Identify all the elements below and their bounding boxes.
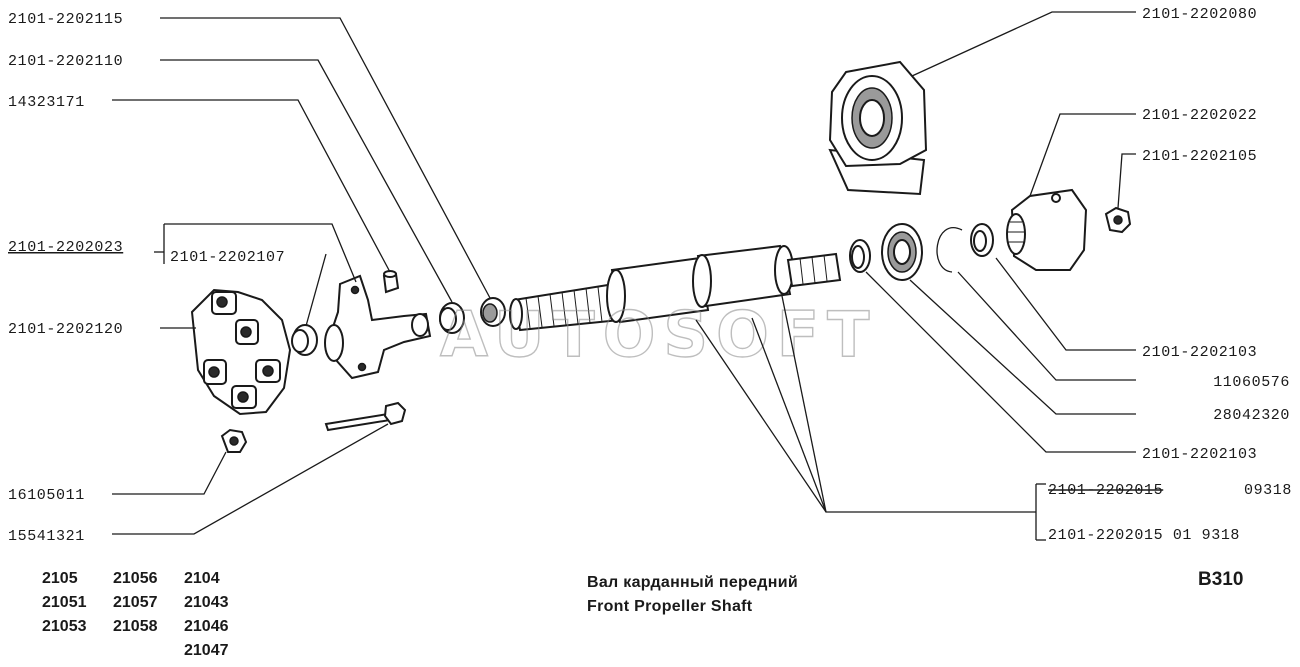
coupling-nut-part bbox=[220, 428, 248, 453]
model-col3-1: 21043 bbox=[184, 594, 229, 611]
label-2202103-a: 2101-2202103 bbox=[1142, 344, 1257, 361]
model-col1-1: 21051 bbox=[42, 594, 87, 611]
leader-2202115 bbox=[160, 17, 491, 299]
label-11060576: 11060576 bbox=[1213, 374, 1290, 391]
centering-bush-part bbox=[291, 324, 318, 356]
leader-2202022 bbox=[1029, 113, 1136, 197]
leader-2202103-b bbox=[865, 271, 1136, 453]
label-2202015-superseded: 2101-2202015 bbox=[1048, 482, 1163, 499]
ball-bearing-part bbox=[881, 223, 923, 281]
label-2202023: 2101-2202023 bbox=[8, 239, 123, 256]
model-col2-1: 21057 bbox=[113, 594, 158, 611]
leader-15541321 bbox=[112, 423, 389, 535]
model-col3-2: 21046 bbox=[184, 618, 229, 635]
leader-16105011 bbox=[112, 451, 227, 495]
flexible-coupling-part bbox=[190, 288, 292, 416]
diagram-title-en: Front Propeller Shaft bbox=[587, 598, 753, 615]
leader-2202080 bbox=[911, 11, 1136, 77]
label-2202015-superseded-suffix: 09318 bbox=[1244, 482, 1292, 499]
model-list: 2105 21051 21053 21056 21057 21058 2104 … bbox=[42, 570, 229, 659]
intermediate-support-part bbox=[828, 60, 928, 196]
label-15541321: 15541321 bbox=[8, 528, 85, 545]
label-14323171: 14323171 bbox=[8, 94, 85, 111]
thrust-washer-part-b bbox=[970, 223, 994, 257]
label-2202022: 2101-2202022 bbox=[1142, 107, 1257, 124]
label-2202080: 2101-2202080 bbox=[1142, 6, 1257, 23]
label-2202103-b: 2101-2202103 bbox=[1142, 446, 1257, 463]
leader-11060576 bbox=[957, 271, 1136, 381]
watermark-text: AUTOSOFT bbox=[440, 298, 877, 371]
label-28042320: 28042320 bbox=[1213, 407, 1290, 424]
leader-2202110 bbox=[160, 59, 453, 303]
leader-2202015-c bbox=[781, 295, 827, 513]
leader-2202105 bbox=[1117, 153, 1136, 209]
yoke-nut-part bbox=[1104, 206, 1132, 234]
model-col3-3: 21047 bbox=[184, 642, 229, 659]
leader-28042320 bbox=[909, 279, 1136, 415]
label-2202107: 2101-2202107 bbox=[170, 249, 285, 266]
diagram-title-ru: Вал карданный передний bbox=[587, 574, 798, 591]
leader-2202103-a bbox=[995, 257, 1136, 351]
label-2202120: 2101-2202120 bbox=[8, 321, 123, 338]
leader-14323171 bbox=[112, 99, 391, 273]
thrust-washer-part-a bbox=[849, 239, 871, 273]
label-16105011: 16105011 bbox=[8, 487, 85, 504]
model-col1-0: 2105 bbox=[42, 570, 78, 587]
leader-lines bbox=[112, 11, 1136, 541]
page-code: B310 bbox=[1198, 569, 1243, 590]
oil-seal-part bbox=[439, 302, 465, 334]
model-col1-2: 21053 bbox=[42, 618, 87, 635]
shaft-flange-part bbox=[324, 274, 432, 380]
model-col2-0: 21056 bbox=[113, 570, 158, 587]
propeller-shaft-part bbox=[509, 244, 842, 332]
label-2202110: 2101-2202110 bbox=[8, 53, 123, 70]
model-col3-0: 2104 bbox=[184, 570, 220, 587]
circlip-part bbox=[936, 227, 963, 273]
clamp-ring-part bbox=[480, 297, 506, 327]
label-2202015-current: 2101-2202015 01 9318 bbox=[1048, 527, 1240, 544]
coupling-bolt-part bbox=[324, 401, 407, 432]
model-col2-2: 21058 bbox=[113, 618, 158, 635]
leader-2202015-b bbox=[751, 317, 827, 513]
leader-2202023 bbox=[164, 223, 357, 283]
label-2202115: 2101-2202115 bbox=[8, 11, 123, 28]
rear-yoke-part bbox=[1006, 188, 1088, 271]
leader-2202107 bbox=[305, 253, 327, 327]
label-2202105: 2101-2202105 bbox=[1142, 148, 1257, 165]
grease-fitting-part bbox=[382, 270, 400, 294]
